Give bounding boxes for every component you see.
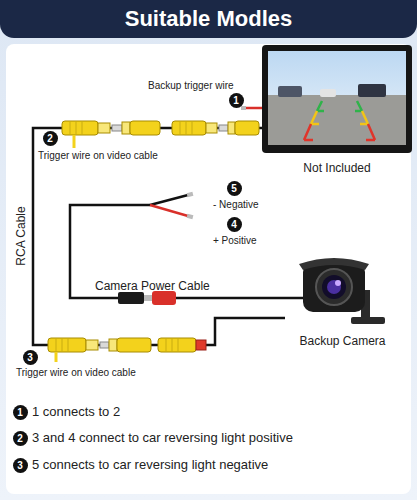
instruction-note: 5 connects to car reversing light negati… (32, 457, 268, 473)
plug-collar (86, 340, 98, 350)
rca-plug (130, 121, 160, 135)
wire-label: Trigger wire on video cable (38, 150, 158, 162)
rca-cable (33, 128, 285, 345)
trigger-wire (246, 107, 262, 110)
camera-lens-ring (316, 269, 352, 305)
plug-collar (122, 122, 130, 134)
rca-plugs-lower (48, 338, 206, 362)
page-title: Suitable Modles (0, 0, 417, 38)
callout-number: 5 (227, 181, 242, 196)
dc-plug (118, 292, 144, 304)
trigger-wire (73, 135, 76, 148)
rca-plug (158, 338, 196, 352)
backup-camera: Backup Camera (285, 250, 400, 348)
callout-number: 1 (13, 405, 28, 420)
monitor-frame (262, 45, 412, 153)
plug-ridges (56, 338, 68, 352)
device-caption: Backup Camera (299, 334, 385, 348)
cable-label: Camera Power Cable (95, 279, 210, 293)
power-cable (70, 192, 306, 305)
plug-pin (112, 125, 122, 131)
screen-ground (268, 95, 406, 145)
rca-plug (172, 121, 206, 135)
positive-wire (150, 205, 188, 216)
callout-number: 2 (13, 431, 28, 446)
camera-wire (176, 297, 306, 300)
trigger-wire (55, 352, 58, 362)
plug-collar (206, 123, 217, 133)
camera-lens-glass (327, 280, 341, 294)
plug-ridges (70, 121, 82, 135)
screen-car (320, 89, 336, 97)
wire-tip (187, 214, 194, 219)
plug-collar (196, 340, 206, 350)
camera-housing (303, 262, 365, 312)
negative-wire (150, 195, 188, 205)
parking-guide-lines (304, 101, 375, 140)
callout-number: 3 (13, 458, 28, 473)
callout-number: 3 (23, 350, 38, 365)
plug-pin (100, 342, 109, 348)
rca-plug (62, 121, 98, 135)
plug-pin (219, 125, 228, 131)
monitor-illustration (262, 45, 412, 153)
wire-tip (241, 106, 246, 110)
instruction-note: 1 connects to 2 (32, 404, 120, 420)
rca-plugs-upper (62, 121, 259, 148)
plug-ridges (166, 338, 178, 352)
cable-label: RCA Cable (14, 206, 28, 265)
callout-number: 1 (229, 93, 244, 108)
plug-collar (109, 339, 117, 351)
camera-illustration (299, 258, 385, 324)
rca-plug (48, 338, 86, 352)
camera-lens (322, 275, 346, 299)
dc-socket (152, 291, 176, 305)
instruction-note: 3 and 4 connect to car reversing light p… (32, 430, 293, 446)
polarity-label: + Positive (213, 235, 257, 247)
polarity-label: - Negative (213, 199, 259, 211)
wire-label: Backup trigger wire (148, 80, 234, 92)
plug-ridges (180, 121, 192, 135)
dc-pin (144, 295, 152, 301)
monitor-screen (268, 51, 406, 145)
rca-plug (117, 338, 151, 352)
callout-number: 2 (43, 131, 58, 146)
lens-highlight (335, 280, 341, 286)
wire-label: Trigger wire on video cable (16, 367, 136, 379)
wire-tip (187, 192, 194, 197)
device-caption: Not Included (303, 161, 370, 175)
screen-car (358, 84, 386, 97)
title-banner: Suitable Modles (0, 0, 417, 38)
rca-plug (235, 121, 259, 135)
plug-collar (98, 123, 110, 133)
callout-number: 4 (227, 217, 242, 232)
head-unit-monitor: Not Included (262, 45, 412, 175)
camera-bracket (351, 317, 385, 324)
plug-collar (228, 122, 235, 134)
screen-car (278, 86, 302, 97)
